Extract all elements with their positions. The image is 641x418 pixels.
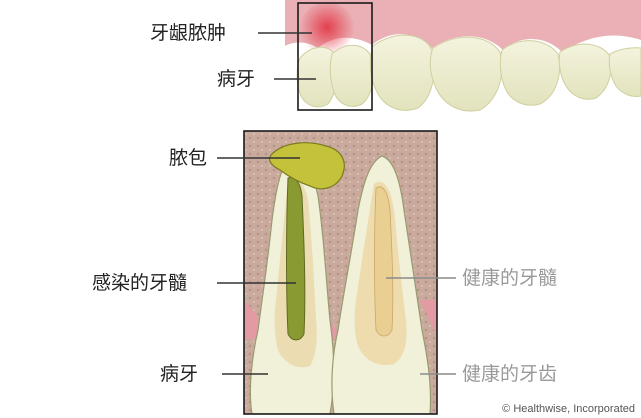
gum-tissue-right (420, 300, 437, 336)
label-healthy-tooth: 健康的牙齿 (462, 363, 558, 385)
upper-teeth-illustration (285, 0, 641, 112)
inflamed-gum-area (299, 2, 355, 58)
infected-pulp (286, 177, 306, 341)
tooth-4 (429, 36, 503, 112)
label-abscess: 脓包 (169, 147, 208, 169)
label-diseased-tooth-bottom: 病牙 (160, 363, 199, 385)
cross-section-frame (243, 130, 438, 415)
tooth-5 (499, 40, 561, 106)
copyright-notice: © Healthwise, Incorporated (502, 403, 635, 415)
tooth-cross-section (244, 131, 437, 414)
label-healthy-pulp: 健康的牙髓 (462, 267, 558, 289)
tooth-3 (369, 34, 435, 111)
tooth-2 (329, 44, 375, 107)
tooth-7 (608, 47, 641, 97)
label-diseased-tooth-top: 病牙 (217, 68, 256, 90)
tooth-6 (558, 43, 612, 100)
healthy-pulp (374, 186, 394, 337)
label-infected-pulp: 感染的牙髓 (92, 272, 188, 294)
upper-gum (285, 0, 641, 52)
pus-pocket (268, 142, 345, 190)
diseased-tooth-highlight-box (297, 2, 373, 111)
label-gum-abscess: 牙龈脓肿 (150, 22, 227, 44)
